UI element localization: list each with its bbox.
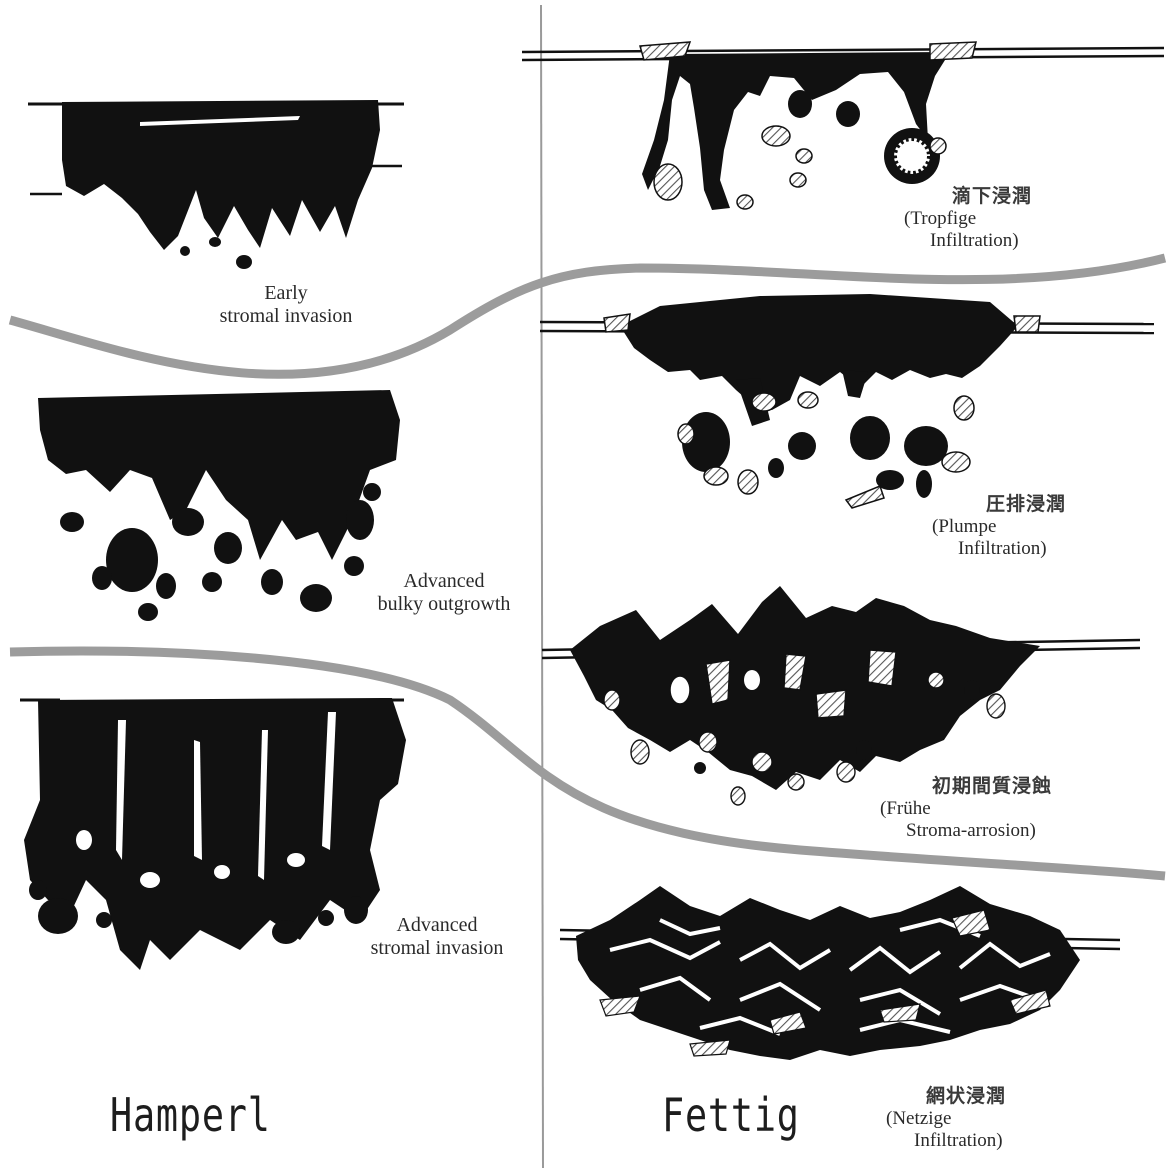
label-tropfige-infiltration: 滴下浸潤 (Tropfige Infiltration) (904, 186, 1104, 252)
label-early-stromal-invasion: Early stromal invasion (196, 282, 376, 328)
label-netzige-line1: (Netzige (886, 1108, 1086, 1130)
label-fruehe-stroma-arrosion: 初期間質浸蝕 (Frühe Stroma-arrosion) (880, 776, 1140, 842)
label-advanced-bulky-outgrowth: Advanced bulky outgrowth (344, 570, 544, 616)
label-fruehe-line2: Stroma-arrosion) (880, 820, 1140, 842)
author-hamperl: Hamperl (110, 1088, 271, 1142)
label-netzige-infiltration: 網状浸潤 (Netzige Infiltration) (886, 1086, 1086, 1152)
label-plumpe-infiltration: 圧排浸潤 (Plumpe Infiltration) (932, 494, 1132, 560)
label-netzige-japanese: 網状浸潤 (886, 1086, 1086, 1108)
label-tropfige-line2: Infiltration) (904, 230, 1104, 252)
label-bulky-line1: Advanced (344, 570, 544, 593)
label-early-line1: Early (196, 282, 376, 305)
label-tropfige-line1: (Tropfige (904, 208, 1104, 230)
hamperl-early-invasion-drawing (28, 100, 404, 269)
label-advanced-line2: stromal invasion (330, 937, 544, 960)
fettig-fruehe-drawing (542, 586, 1140, 805)
author-fettig: Fettig (662, 1088, 800, 1142)
label-tropfige-japanese: 滴下浸潤 (904, 186, 1104, 208)
label-plumpe-japanese: 圧排浸潤 (932, 494, 1132, 516)
fettig-tropfige-drawing (522, 42, 1164, 210)
label-early-line2: stromal invasion (196, 305, 376, 328)
label-bulky-line2: bulky outgrowth (344, 593, 544, 616)
fettig-plumpe-drawing (540, 294, 1154, 508)
label-plumpe-line2: Infiltration) (932, 538, 1132, 560)
label-netzige-line2: Infiltration) (886, 1130, 1086, 1152)
label-fruehe-line1: (Frühe (880, 798, 1140, 820)
label-plumpe-line1: (Plumpe (932, 516, 1132, 538)
label-advanced-line1: Advanced (330, 914, 544, 937)
label-fruehe-japanese: 初期間質浸蝕 (880, 776, 1140, 798)
fettig-netzige-drawing (560, 886, 1120, 1060)
label-advanced-stromal-invasion: Advanced stromal invasion (330, 914, 544, 960)
